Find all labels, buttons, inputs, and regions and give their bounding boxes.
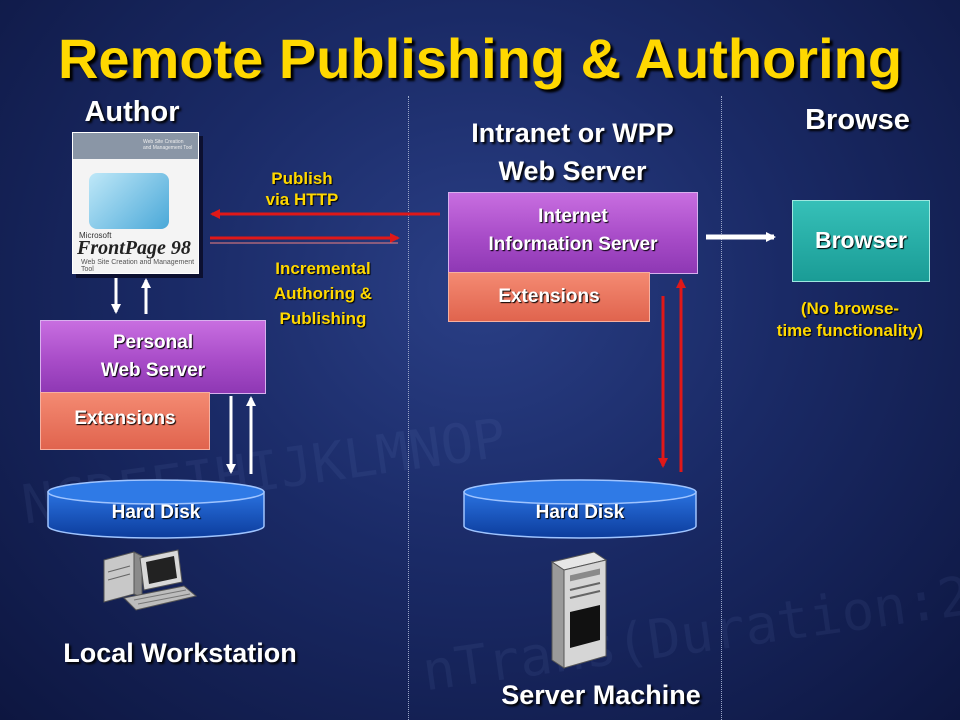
hard-disk-right-label: Hard Disk [535, 502, 625, 523]
pws-extensions-label: Extensions [74, 408, 176, 429]
iis-extensions-label: Extensions [498, 286, 600, 307]
publish-label-line2: via HTTP [265, 190, 339, 209]
local-workstation-label: Local Workstation [63, 638, 297, 668]
no-browse-label-line1: (No browse- [800, 299, 900, 318]
browse-heading: Browse [805, 104, 910, 136]
box-caption: Web Site Creation and Management Tool [143, 139, 193, 151]
iis-label: Internet Information Server [449, 203, 697, 259]
product-subtitle: Web Site Creation and Management Tool [81, 259, 195, 273]
iis-box: Internet Information Server [448, 192, 698, 274]
incremental-label-line3: Publishing [279, 309, 367, 328]
hard-disk-left-label: Hard Disk [111, 502, 201, 523]
no-browse-label-line2: time functionality) [776, 321, 924, 340]
incremental-label: Incremental Authoring & Publishing [248, 256, 398, 331]
product-maker: Microsoft [79, 231, 112, 240]
puzzle-graphic [89, 173, 169, 229]
pws-label-line2: Web Server [100, 360, 206, 381]
incremental-label-line1: Incremental [275, 259, 371, 278]
incremental-label-line2: Authoring & [273, 284, 373, 303]
column-divider-right [721, 96, 722, 720]
iis-label-line1: Internet [538, 206, 608, 227]
frontpage-box-image: Web Site Creation and Management Tool Mi… [72, 132, 199, 274]
box-header-band [73, 133, 198, 159]
publish-label-line1: Publish [271, 169, 333, 188]
page-title: Remote Publishing & Authoring [57, 27, 903, 90]
server-heading-line2: Web Server [498, 156, 647, 186]
browser-label: Browser [814, 227, 908, 253]
server-heading: Intranet or WPP Web Server [430, 114, 715, 190]
pws-label: Personal Web Server [41, 329, 265, 385]
pws-extensions-box: Extensions [40, 392, 210, 450]
workstation-computer-icon [103, 549, 198, 611]
browser-box: Browser [792, 200, 930, 282]
server-heading-line1: Intranet or WPP [471, 118, 674, 148]
iis-extensions-box: Extensions [448, 272, 650, 322]
iis-label-line2: Information Server [488, 234, 658, 255]
author-heading: Author [84, 96, 180, 128]
no-browse-label: (No browse- time functionality) [740, 298, 960, 342]
product-brand: FrontPage 98 [77, 237, 191, 259]
pws-label-line1: Personal [112, 332, 194, 353]
server-machine-label: Server Machine [501, 680, 701, 710]
publish-label: Publish via HTTP [232, 166, 372, 209]
personal-web-server-box: Personal Web Server [40, 320, 266, 394]
column-divider-left [408, 96, 409, 720]
